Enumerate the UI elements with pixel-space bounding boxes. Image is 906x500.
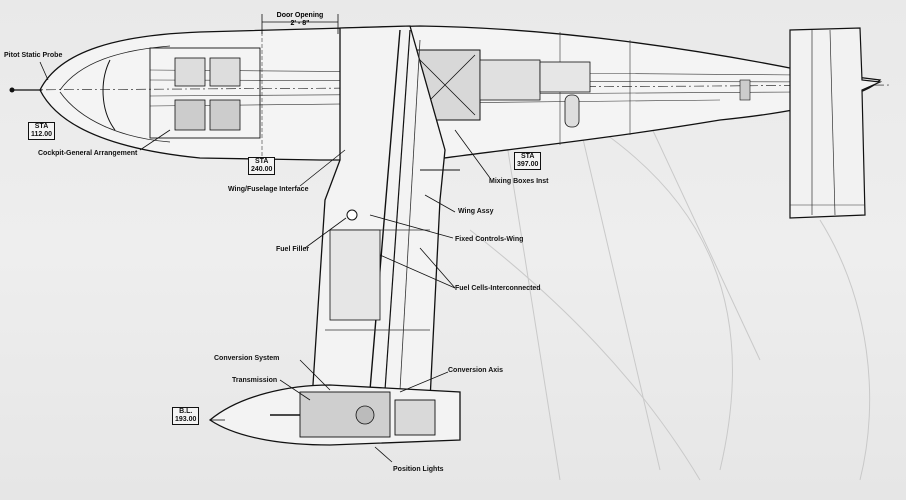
label-position-lights: Position Lights (393, 466, 444, 473)
station-kind: STA (34, 123, 49, 130)
station-value: 397.00 (517, 161, 539, 168)
station-value: 240.00 (251, 166, 273, 173)
door-dimension (261, 14, 339, 34)
door-opening-dimension: 2' - 8" (290, 20, 310, 27)
door-opening-title: Door Opening (276, 12, 324, 19)
label-mixing-boxes-inst: Mixing Boxes Inst (489, 178, 549, 185)
label-conversion-axis: Conversion Axis (448, 367, 503, 374)
station-box-240: STA 240.00 (248, 157, 276, 175)
station-box-397: STA 397.00 (514, 152, 542, 170)
label-fuel-cells-interconnected: Fuel Cells-Interconnected (455, 285, 541, 292)
station-kind: STA (254, 158, 269, 165)
leader-lines (39, 61, 491, 463)
label-wing-fuselage-interface: Wing/Fuselage Interface (228, 186, 309, 193)
station-box-bl-193: B.L. 193.00 (172, 407, 200, 425)
label-fuel-filler: Fuel Filler (276, 246, 310, 253)
label-cockpit-general-arrangement: Cockpit-General Arrangement (38, 150, 138, 157)
wing (208, 25, 461, 446)
station-kind: STA (520, 153, 535, 160)
fuselage (9, 25, 891, 161)
label-transmission: Transmission (232, 377, 278, 384)
pitot-probe (9, 87, 42, 93)
tail (789, 27, 883, 219)
door-opening-label: Door Opening 2' - 8" (262, 12, 338, 28)
station-value: 112.00 (31, 131, 53, 138)
label-conversion-system: Conversion System (214, 355, 280, 362)
label-wing-assy: Wing Assy (458, 208, 494, 215)
label-fixed-controls-wing: Fixed Controls-Wing (455, 236, 524, 243)
station-kind: B.L. (179, 408, 193, 415)
station-value: 193.00 (175, 416, 197, 423)
label-pitot-static-probe: Pitot Static Probe (4, 52, 63, 59)
station-box-112: STA 112.00 (28, 122, 56, 140)
